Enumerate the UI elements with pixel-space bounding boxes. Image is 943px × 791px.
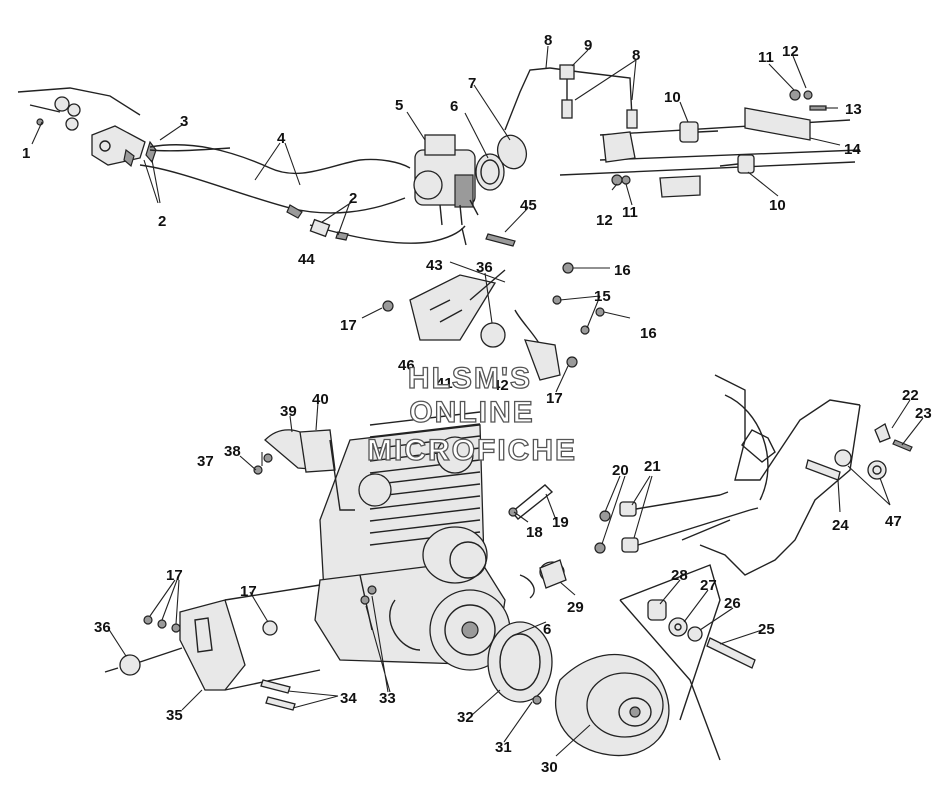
callout-20: 20 [612,462,629,479]
callout-2: 2 [158,213,166,230]
callout-16: 16 [614,262,631,279]
callout-40: 40 [312,391,329,408]
fuel-pump-assembly [17,87,157,168]
callout-3: 3 [180,113,188,130]
callout-37: 37 [197,453,214,470]
callout-47: 47 [885,513,902,530]
callout-5: 5 [395,97,403,114]
callout-32: 32 [457,709,474,726]
watermark-line-1: HLSM'S [408,362,532,395]
callout-17: 17 [240,583,257,600]
callout-13: 13 [845,101,862,118]
callout-23: 23 [915,405,932,422]
callout-36: 36 [94,619,111,636]
callout-14: 14 [844,141,861,158]
callout-4: 4 [277,130,286,147]
callout-33: 33 [379,690,396,707]
engine-mount-bracket-left [104,584,377,711]
callout-21: 21 [644,458,661,475]
callout-15: 15 [594,288,611,305]
callout-16: 16 [640,325,657,342]
callout-17: 17 [166,567,183,584]
callout-10: 10 [664,89,681,106]
callout-26: 26 [724,595,741,612]
callout-28: 28 [671,567,688,584]
callout-31: 31 [495,739,512,756]
callout-12: 12 [782,43,799,60]
callout-29: 29 [567,599,584,616]
carburetor [413,134,528,246]
callout-8: 8 [544,32,552,49]
chassis-frame [681,374,913,576]
callout-27: 27 [700,577,717,594]
watermark-line-3: MICROFICHE [367,434,577,467]
callout-11: 11 [622,204,638,221]
callout-39: 39 [280,403,297,420]
engine-mount-brackets-top [485,89,861,247]
callout-30: 30 [541,759,558,776]
callout-43: 43 [426,257,443,274]
callout-36: 36 [476,259,493,276]
leader-lines [31,45,924,757]
callout-11: 11 [758,49,774,66]
callout-9: 9 [584,37,592,54]
callout-6: 6 [450,98,458,115]
callout-45: 45 [520,197,537,214]
callout-2: 2 [349,190,357,207]
callout-35: 35 [166,707,183,724]
callout-18: 18 [526,524,543,541]
callout-labels: 1 2 2 3 4 5 6 6 7 8 8 9 10 10 11 11 12 1… [22,32,932,776]
watermark: HLSM'S ONLINE MICROFICHE [366,361,577,467]
callout-12: 12 [596,212,613,229]
clutch-assembly [487,564,756,761]
callout-19: 19 [552,514,569,531]
callout-17: 17 [546,390,563,407]
callout-6: 6 [543,621,551,638]
fuel-lines [139,144,466,244]
callout-24: 24 [832,517,849,534]
callout-1: 1 [22,145,30,162]
callout-8: 8 [632,47,640,64]
callout-41: 41 [436,375,453,392]
callout-46: 46 [398,357,415,374]
engine-plate-bracket [382,262,605,381]
callout-34: 34 [340,690,357,707]
callout-22: 22 [902,387,919,404]
vent-lines [504,64,638,131]
callout-7: 7 [468,75,476,92]
callout-44: 44 [298,251,315,268]
callout-10: 10 [769,197,786,214]
watermark-line-2: ONLINE [409,396,534,429]
shaft-and-spacers [508,484,759,599]
callout-17: 17 [340,317,357,334]
intake-manifold [253,429,355,511]
callout-38: 38 [224,443,241,460]
callout-42: 42 [492,377,509,394]
callout-25: 25 [758,621,775,638]
